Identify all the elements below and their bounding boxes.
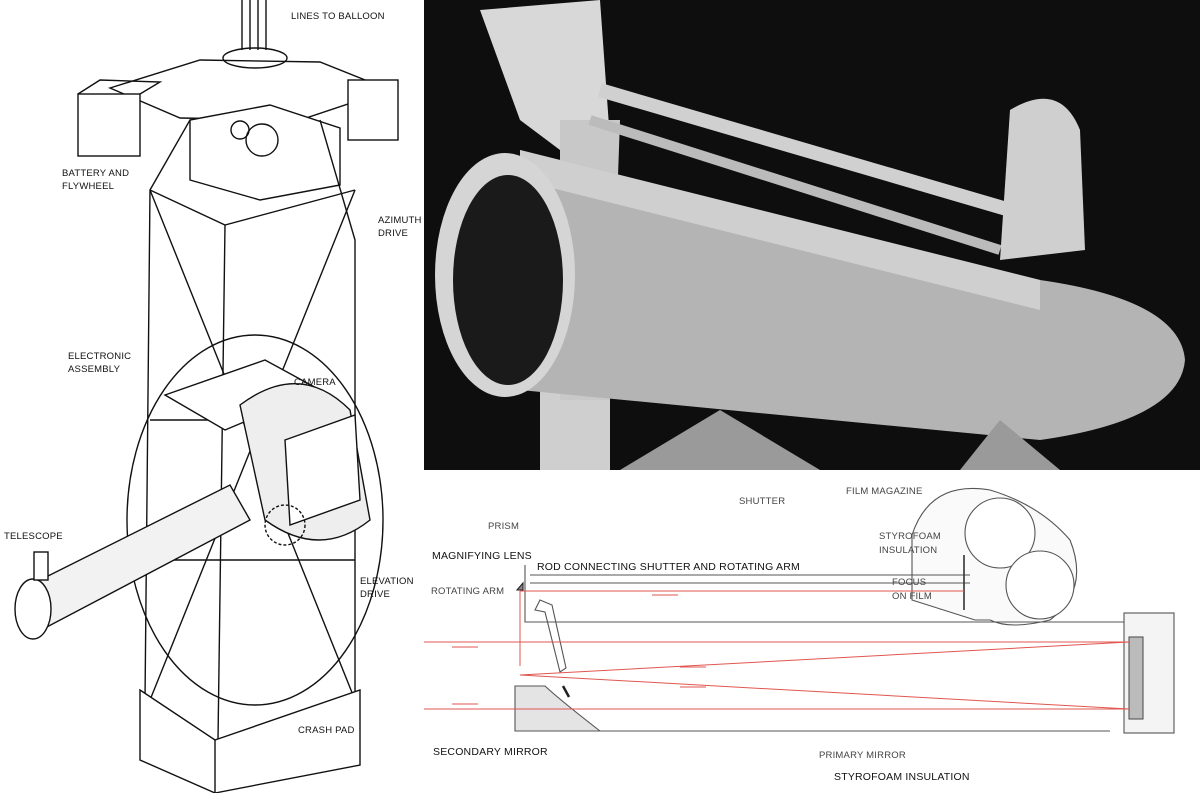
label-shutter: SHUTTER [739, 496, 786, 507]
label-battery-flywheel: BATTERY AND [62, 168, 130, 179]
label-battery-flywheel-2: FLYWHEEL [62, 181, 115, 192]
primary-mirror [1128, 636, 1144, 720]
film-reel-bottom [1005, 550, 1075, 620]
rotating-arm [534, 599, 567, 673]
label-film-magazine: FILM MAGAZINE [846, 486, 923, 497]
label-focus-on-film: FOCUS [892, 577, 927, 588]
battery-box-left [77, 93, 141, 157]
label-secondary-mirror: SECONDARY MIRROR [433, 746, 548, 758]
label-elevation-drive: ELEVATION [360, 576, 414, 587]
label-elevation-drive-2: DRIVE [360, 589, 391, 600]
label-lines-to-balloon: LINES TO BALLOON [291, 11, 385, 22]
label-rotating-arm: ROTATING ARM [431, 586, 505, 597]
elevation-ring [126, 334, 384, 706]
label-camera: CAMERA [294, 377, 336, 388]
label-styrofoam-top: STYROFOAM [879, 531, 941, 542]
prism [515, 581, 524, 591]
balloon-lines [241, 0, 267, 50]
label-magnifying-lens: MAGNIFYING LENS [432, 550, 532, 562]
elevation-gear [264, 504, 306, 546]
label-telescope: TELESCOPE [4, 531, 63, 542]
label-electronic-assembly: ELECTRONIC [68, 351, 132, 362]
label-crash-pad: CRASH PAD [298, 725, 355, 736]
label-rod: ROD CONNECTING SHUTTER AND ROTATING ARM [537, 561, 800, 573]
label-focus-on-film-2: ON FILM [892, 591, 932, 602]
label-azimuth-drive-2: DRIVE [378, 228, 409, 239]
label-electronic-assembly-2: ASSEMBLY [68, 364, 121, 375]
label-prism: PRISM [488, 521, 520, 532]
film-reel-top [964, 497, 1036, 569]
label-styrofoam-bottom: STYROFOAM INSULATION [834, 771, 970, 783]
photo-telescope-tube [520, 150, 1185, 440]
light-rays [424, 590, 1130, 710]
label-primary-mirror: PRIMARY MIRROR [819, 750, 906, 761]
label-styrofoam-top-2: INSULATION [879, 545, 938, 556]
label-azimuth-drive: AZIMUTH [378, 215, 422, 226]
battery-box-right [347, 79, 399, 141]
gondola-isometric-drawing [14, 0, 399, 793]
